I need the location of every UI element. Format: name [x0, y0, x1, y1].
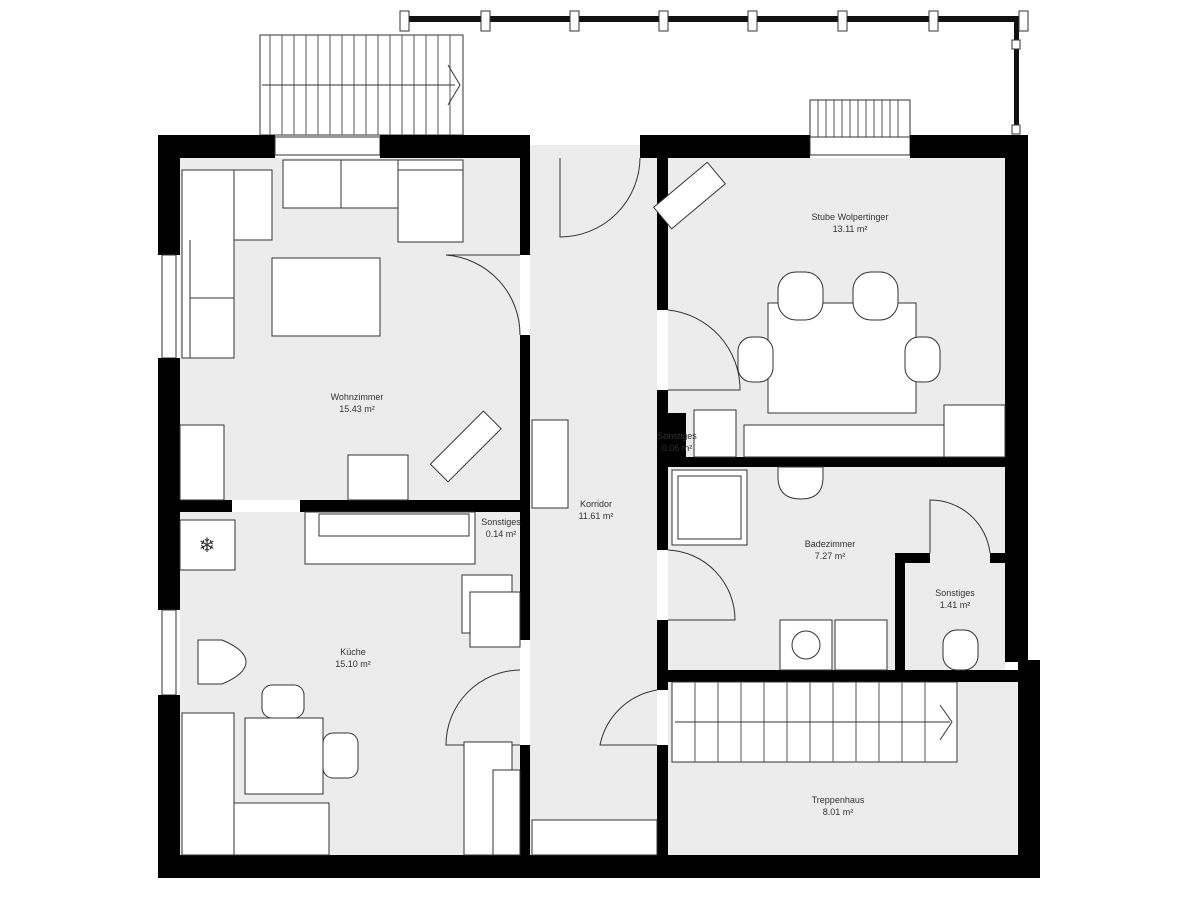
dining-table — [767, 302, 917, 414]
room-area: 15.10 m² — [335, 659, 371, 669]
chair — [197, 639, 247, 685]
toilet — [942, 629, 979, 671]
room-name: Treppenhaus — [812, 795, 865, 805]
room-area: 13.11 m² — [833, 224, 868, 234]
room-area: 11.61 m² — [579, 511, 614, 521]
desk — [347, 454, 409, 501]
coffee-table — [271, 257, 381, 337]
dining-table — [244, 717, 324, 795]
chair — [737, 336, 774, 383]
room-name: Korridor — [580, 499, 612, 509]
room-area: 7.27 m² — [815, 551, 846, 561]
chair — [261, 684, 305, 719]
bench — [181, 712, 235, 856]
room-name: Stube Wolpertinger — [812, 212, 889, 222]
lounge-chair — [429, 410, 502, 483]
room-area: 8.01 m² — [823, 807, 854, 817]
chair — [777, 271, 824, 321]
doors — [445, 157, 991, 746]
shoe-cabinet — [531, 819, 658, 856]
room-area: 0.14 m² — [486, 529, 517, 539]
outdoor-stairs — [259, 34, 911, 138]
cabinet — [693, 409, 737, 458]
chair — [852, 271, 899, 321]
room-area: 15.43 m² — [339, 404, 375, 414]
room-kueche-floor — [180, 512, 520, 855]
room-labels: Wohnzimmer 15.43 m² Küche 15.10 m² Korri… — [331, 212, 976, 817]
cabinet — [943, 404, 1006, 458]
room-name: Sonstiges — [935, 588, 975, 598]
lounge-chair — [652, 161, 726, 230]
stove — [179, 519, 236, 571]
chair — [904, 336, 941, 383]
room-name: Wohnzimmer — [331, 392, 384, 402]
room-name: Badezimmer — [805, 539, 856, 549]
wardrobe — [531, 419, 569, 509]
walls — [158, 135, 1040, 878]
bench — [743, 424, 945, 458]
furniture: ❄ — [179, 159, 1006, 856]
sofa-left — [181, 169, 235, 359]
dryer — [834, 619, 888, 671]
balcony-railing — [399, 10, 1029, 135]
cabinet — [179, 424, 225, 501]
chair — [322, 732, 359, 779]
sink — [777, 466, 824, 500]
room-name: Küche — [340, 647, 366, 657]
room-name: Sonstiges — [657, 431, 697, 441]
room-area: 1.41 m² — [940, 600, 971, 610]
room-name: Sonstiges — [481, 517, 521, 527]
room-area: 0.06 m² — [662, 443, 693, 453]
svg-text:❄: ❄ — [199, 535, 216, 557]
